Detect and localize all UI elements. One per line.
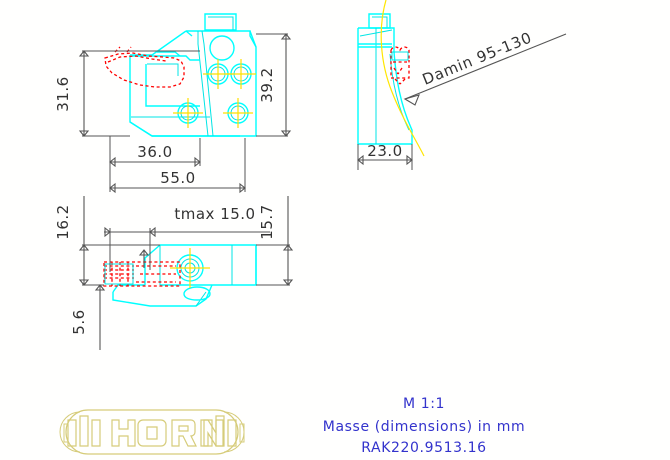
dimension-16-2 (78, 196, 160, 286)
screw-hole (223, 98, 253, 128)
top-view-hidden-detail (103, 261, 181, 287)
dimension-31-6 (78, 50, 200, 137)
dimension-5-6 (94, 284, 106, 350)
dimension-label-39-2: 39.2 (258, 67, 276, 102)
screw-hole (173, 98, 203, 128)
dimension-55-0 (109, 138, 246, 194)
annotation-damin: Damin 95-130 (420, 28, 535, 88)
dimension-23-0 (357, 144, 413, 170)
dimension-label-31-6: 31.6 (54, 76, 72, 111)
top-view-part (112, 244, 257, 307)
tmax-dimension-line (104, 226, 270, 272)
title-part-number: RAK220.9513.16 (361, 440, 486, 456)
dimension-15-7 (256, 196, 294, 286)
horn-logo (59, 409, 245, 455)
dimension-39-2 (256, 33, 292, 137)
annotation-tmax: tmax 15.0 (174, 205, 255, 223)
side-view-insert-highlight (391, 51, 409, 61)
dimension-label-15-7: 15.7 (258, 204, 276, 239)
side-view-hidden-detail (390, 46, 410, 85)
dimension-label-36-0: 36.0 (137, 143, 172, 161)
dimension-label-5-6: 5.6 (70, 309, 88, 334)
screw-hole (226, 59, 256, 89)
title-scale: M 1:1 (403, 396, 445, 412)
dimension-label-16-2: 16.2 (54, 204, 72, 239)
dimension-label-55-0: 55.0 (160, 169, 195, 187)
damin-leader-line (403, 33, 567, 106)
damin-reference-arc (380, 0, 425, 157)
top-view-insert-edge (104, 263, 134, 285)
dimension-36-0 (109, 136, 201, 168)
dimension-label-23-0: 23.0 (367, 142, 402, 160)
front-view-holes (173, 59, 256, 128)
title-units-note: Masse (dimensions) in mm (323, 419, 525, 435)
